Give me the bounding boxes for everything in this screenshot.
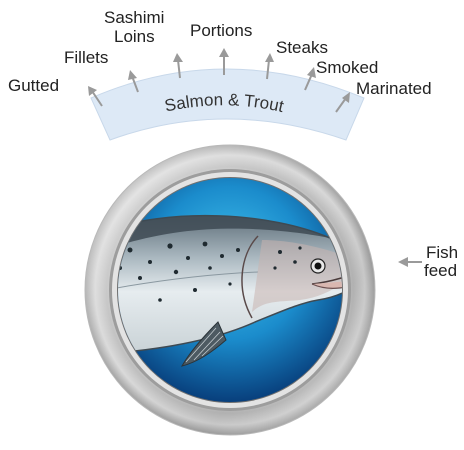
feed-label-line2: feed xyxy=(424,261,457,280)
product-label-marinated: Marinated xyxy=(356,79,432,98)
left-arrow-icon xyxy=(398,257,422,267)
product-label-smoked: Smoked xyxy=(316,58,378,77)
feed-label-line1: Fish xyxy=(426,243,458,262)
product-label-steaks: Steaks xyxy=(276,38,328,57)
product-label-portions: Portions xyxy=(190,21,252,40)
product-label-fillets: Fillets xyxy=(64,48,108,67)
product-label-loins: Loins xyxy=(114,27,155,46)
feed-input: Fish feed xyxy=(398,243,458,280)
product-label-gutted: Gutted xyxy=(8,76,59,95)
product-label-sashimi: Sashimi xyxy=(104,8,164,27)
